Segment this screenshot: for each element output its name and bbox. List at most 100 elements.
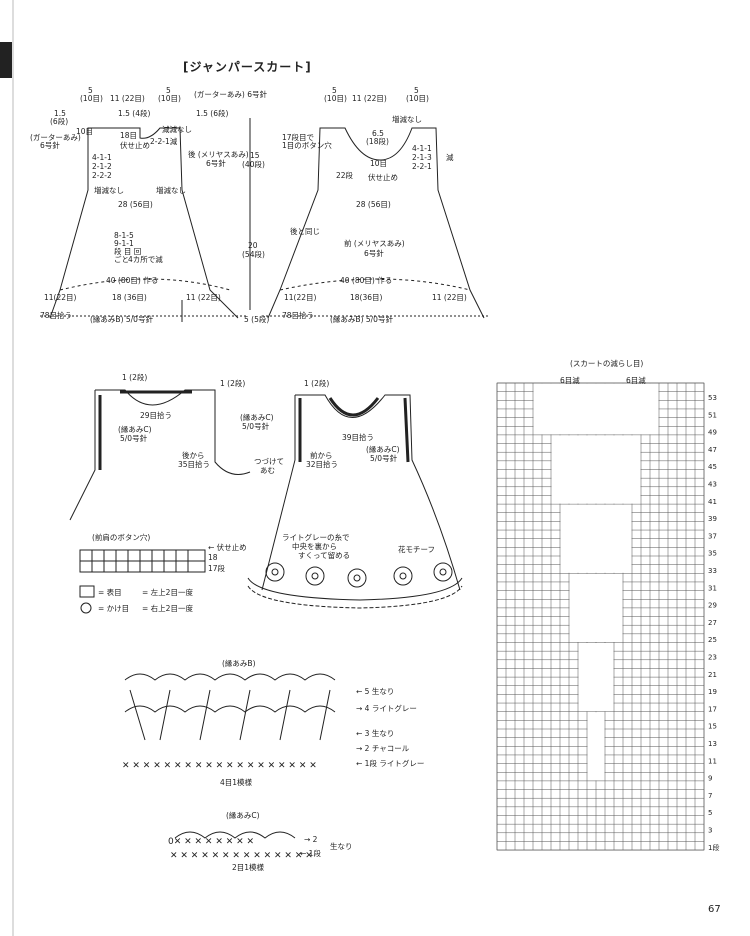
finishing-front-note: (縁あみC) xyxy=(240,412,274,422)
finishing-back-note: 29目拾う xyxy=(140,410,172,420)
back-note: (ガーターあみ) xyxy=(30,132,81,142)
skirt-chart-row-number: 15 xyxy=(708,723,717,731)
front-note: 78目拾う xyxy=(282,310,314,320)
skirt-chart-row-number: 51 xyxy=(708,411,717,419)
page-title: [ジャンパースカート] xyxy=(183,60,312,74)
skirt-chart-row-number: 41 xyxy=(708,498,717,506)
front-note: 伏せ止め xyxy=(368,172,398,182)
skirt-chart-row-number: 7 xyxy=(708,792,712,800)
finishing-back-note: つづけて xyxy=(254,457,284,466)
height-label: 20 xyxy=(248,241,258,250)
back-note: 8-1-5 xyxy=(114,231,134,240)
back-note: 1.5 xyxy=(54,109,66,118)
back-note: 6号針 xyxy=(206,158,226,168)
back-inner-curve xyxy=(59,278,231,291)
flower-motif-1 xyxy=(265,562,285,582)
front-note: 後と同じ xyxy=(290,226,320,236)
edging-c-chart xyxy=(174,831,296,839)
back-note: 11 (22目) xyxy=(186,293,221,302)
finishing-front-edge xyxy=(298,397,410,463)
back-note: 減減なし xyxy=(162,124,192,134)
edging-b-base-row: ✕ ✕ ✕ ✕ ✕ ✕ ✕ ✕ ✕ ✕ ✕ ✕ ✕ ✕ ✕ ✕ ✕ ✕ ✕ xyxy=(122,761,317,771)
edging-b-row-label: ← 1段 ライトグレー xyxy=(356,758,424,768)
buttonhole-right-label: 18 xyxy=(208,553,218,562)
buttonhole-right-label: ← 伏せ止め xyxy=(208,542,247,552)
back-note: 78目拾う xyxy=(40,310,72,320)
back-note: 6号針 xyxy=(40,140,60,150)
skirt-chart-row-number: 23 xyxy=(708,654,717,662)
back-note: 1.5 (6段) xyxy=(196,108,229,118)
edging-b-row-label: → 4 ライトグレー xyxy=(356,703,417,713)
finishing-front-note: 32目拾う xyxy=(306,459,338,469)
back-note: 40 (80目) 作る xyxy=(106,275,158,285)
edging-c-label: (縁あみC) xyxy=(226,810,260,820)
back-width-right-1: 5 xyxy=(166,86,171,95)
front-piece-outline xyxy=(267,127,485,319)
back-note: 4カ所で減 xyxy=(128,254,163,264)
finishing-front-note: 5/0号針 xyxy=(370,453,398,463)
skirt-chart-dec-label: 6目減 xyxy=(560,375,580,385)
back-note: 28 (56目) xyxy=(118,200,153,209)
height-label: 15 xyxy=(250,151,260,160)
finishing-front-note: 1 (2段) xyxy=(304,378,329,388)
finishing-front-outline xyxy=(261,394,461,591)
front-note: 増減なし xyxy=(392,114,422,124)
back-note: 9-1-1 xyxy=(114,239,134,248)
skirt-chart-row-number: 45 xyxy=(708,463,717,471)
front-note: 1目のボタン穴 xyxy=(282,140,332,150)
finishing-back-note: 1 (2段) xyxy=(122,372,147,382)
front-note: 40 (80目) 作る xyxy=(340,275,392,285)
front-width: (10目) xyxy=(324,94,347,103)
back-note: 増減なし xyxy=(94,185,124,195)
skirt-chart-blank xyxy=(533,383,659,781)
legend-yo-circle xyxy=(80,602,92,614)
skirt-chart-row-number: 3 xyxy=(708,827,712,835)
front-width: 5 xyxy=(332,86,337,95)
back-note: 後 (メリヤスあみ) xyxy=(188,149,249,159)
skirt-chart-row-number: 39 xyxy=(708,515,717,523)
skirt-hem-scallop-2 xyxy=(247,585,463,609)
edging-c-base-row: ✕ ✕ ✕ ✕ ✕ ✕ ✕ ✕ ✕ ✕ ✕ ✕ ✕ ✕ xyxy=(170,851,313,861)
edging-symbols: ✕ ✕ ✕ ✕ ✕ ✕ ✕ ✕ ✕ ✕ ✕ ✕ ✕ ✕ ✕ ✕ ✕ ✕ ✕ ✕ … xyxy=(122,761,317,861)
front-note: 前 (メリヤスあみ) xyxy=(344,238,405,248)
back-note: 2-2-2 xyxy=(92,171,112,180)
skirt-chart-row-number: 27 xyxy=(708,619,717,627)
finishing-front-note: 5/0号針 xyxy=(242,421,270,431)
flower-motif-4 xyxy=(393,566,413,586)
edging-c-row-label: ← 1段 xyxy=(300,848,321,858)
front-width: 5 xyxy=(414,86,419,95)
skirt-chart-row-number: 43 xyxy=(708,481,717,489)
back-note-garter: (ガーターあみ) 6号針 xyxy=(194,89,268,99)
skirt-chart-row-number: 11 xyxy=(708,757,717,765)
back-width-right-2: (10目) xyxy=(158,94,181,103)
back-note: 4-1-1 xyxy=(92,153,112,162)
back-note: 1.5 (4段) xyxy=(118,108,151,118)
height-label: 5 (5段) xyxy=(244,314,269,324)
flower-motif-5 xyxy=(433,562,453,582)
front-note: (18段) xyxy=(366,136,389,146)
finishing-front-note: ライトグレーの糸で xyxy=(282,532,350,542)
front-note: 22段 xyxy=(336,170,354,180)
edging-b-row-label: ← 3 生なり xyxy=(356,728,394,738)
edging-b-chart xyxy=(124,673,336,741)
back-width-center: 11 (22目) xyxy=(110,94,145,103)
finishing-back-note: 35目拾う xyxy=(178,459,210,469)
front-note: 2-1-3 xyxy=(412,153,432,162)
front-note: 2-2-1 xyxy=(412,162,432,171)
legend-label: = 左上2目一度 xyxy=(142,587,193,597)
finishing-front-note: 花モチーフ xyxy=(398,544,435,554)
back-note: 増減なし xyxy=(156,185,186,195)
back-note: 11(22目) xyxy=(44,293,77,302)
skirt-chart-label: (スカートの減らし目) xyxy=(570,358,643,368)
front-note: 6.5 xyxy=(372,129,384,138)
skirt-chart-row-number: 5 xyxy=(708,809,712,817)
buttonhole-label: (前肩のボタン穴) xyxy=(92,532,150,542)
back-note: 2-2-1減 xyxy=(150,136,178,146)
skirt-chart-row-numbers: 5351494745434139373533312927252321191715… xyxy=(708,394,719,852)
front-note: 6号針 xyxy=(364,248,384,258)
finishing-front-note: 前から xyxy=(310,450,333,460)
skirt-chart-row-number: 21 xyxy=(708,671,717,679)
skirt-chart-row-number: 53 xyxy=(708,394,717,402)
legend-label: = 右上2目一度 xyxy=(142,603,193,613)
front-inner-curve xyxy=(279,278,471,291)
